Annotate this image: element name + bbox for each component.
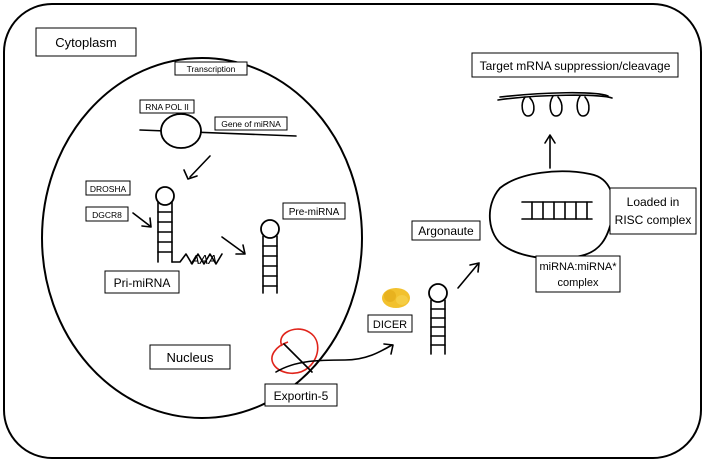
svg-text:DICER: DICER — [373, 319, 407, 331]
exportin-5-channel — [271, 328, 319, 374]
svg-text:complex: complex — [558, 277, 599, 289]
svg-text:Argonaute: Argonaute — [418, 224, 474, 238]
dicer-enzyme — [382, 288, 410, 308]
arrow-risc-loading — [457, 262, 480, 289]
pri-mirna-hairpin — [155, 186, 223, 265]
pre-mirna-hairpin — [260, 219, 280, 294]
transcription-label: Transcription — [174, 61, 248, 76]
duplex-complex-label: miRNA:miRNA* complex — [535, 255, 621, 293]
gene-of-mirna-label: Gene of miRNA — [214, 116, 288, 131]
target-mrna — [497, 91, 613, 117]
mirna-duplex — [521, 201, 593, 220]
exportin-5-label: Exportin-5 — [264, 383, 338, 407]
dgcr8-label: DGCR8 — [85, 206, 129, 222]
pri-mirna-label: Pri-miRNA — [104, 270, 180, 294]
cytoplasmic-pre-mirna-hairpin — [428, 283, 448, 355]
rna-polymerase — [160, 113, 202, 149]
svg-text:Nucleus: Nucleus — [167, 350, 214, 365]
pre-mirna-label: Pre-miRNA — [282, 202, 346, 220]
svg-text:DGCR8: DGCR8 — [92, 210, 122, 220]
dicer-label: DICER — [367, 314, 413, 333]
cytoplasm-label: Cytoplasm — [35, 27, 137, 57]
nucleus-label: Nucleus — [149, 344, 231, 370]
svg-text:Pre-miRNA: Pre-miRNA — [289, 207, 340, 218]
drosha-label: DROSHA — [85, 180, 131, 196]
svg-text:Exportin-5: Exportin-5 — [274, 389, 329, 403]
arrow-transcription — [183, 155, 211, 180]
arrow-dgcr8 — [132, 212, 152, 228]
arrow-nuclear-export — [275, 343, 394, 373]
svg-text:Gene of miRNA: Gene of miRNA — [221, 119, 281, 129]
svg-text:Transcription: Transcription — [187, 64, 236, 74]
nucleus-membrane — [41, 57, 363, 419]
cell-membrane — [3, 3, 702, 459]
svg-text:Loaded in: Loaded in — [627, 195, 680, 209]
svg-text:Target mRNA suppression/cleava: Target mRNA suppression/cleavage — [480, 59, 671, 73]
risc-complex-blob — [488, 170, 615, 260]
rna-pol-ii-label: RNA POL II — [139, 99, 195, 114]
svg-text:Pri-miRNA: Pri-miRNA — [114, 276, 171, 290]
arrow-processing — [221, 236, 246, 255]
svg-text:RNA POL II: RNA POL II — [145, 102, 189, 112]
argonaute-label: Argonaute — [411, 220, 481, 241]
arrow-targeting — [544, 134, 556, 169]
loaded-in-risc-label: Loaded in RISC complex — [609, 187, 697, 235]
polya-tail-label: AAA — [190, 252, 217, 267]
svg-text:RISC complex: RISC complex — [615, 213, 692, 227]
svg-text:Cytoplasm: Cytoplasm — [55, 35, 116, 50]
svg-text:miRNA:miRNA*: miRNA:miRNA* — [540, 261, 618, 273]
svg-text:DROSHA: DROSHA — [90, 184, 127, 194]
target-suppression-label: Target mRNA suppression/cleavage — [471, 52, 679, 78]
